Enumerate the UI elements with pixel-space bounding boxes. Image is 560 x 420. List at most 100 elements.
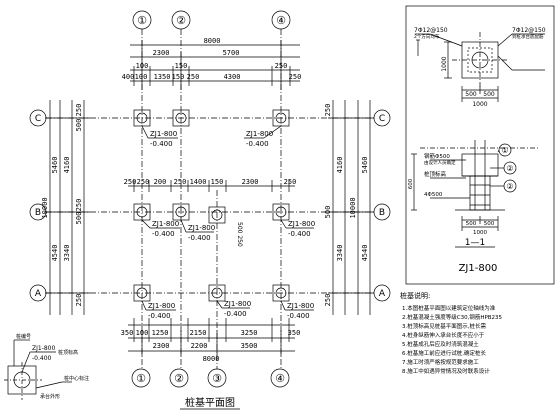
svg-text:250: 250 (124, 178, 137, 186)
marker-1-label: ① (501, 146, 508, 155)
legend-pile-label: ZJ1-800 (32, 345, 55, 352)
svg-text:600: 600 (408, 178, 414, 189)
pile-label-b4: ZJ1-800 (288, 220, 315, 228)
notes-heading: 桩基说明: (400, 291, 430, 300)
svg-text:500: 500 (483, 91, 495, 98)
svg-text:由设计人员确定: 由设计人员确定 (424, 159, 456, 166)
note-item: 8.施工中如遇异常情况及时联系设计 (402, 367, 490, 375)
svg-text:500: 500 (75, 212, 83, 225)
svg-text:250: 250 (75, 104, 83, 117)
svg-text:4160: 4160 (336, 157, 344, 174)
grid-label-bottom-1: ① (136, 372, 146, 385)
svg-text:5460: 5460 (361, 157, 369, 174)
svg-text:2150: 2150 (190, 329, 207, 337)
grid-bubble-4-bottom (270, 368, 290, 388)
notes-block: 桩基说明: 1.本图桩基平面图以建筑定位轴线为准 2.桩基混凝土强度等级C30,… (400, 291, 503, 375)
bottom-dim-text: 350 100 1250 2150 3250 350 2300 2200 350… (121, 329, 301, 363)
detail-title: ZJ1-800 (459, 263, 498, 274)
horizontal-grid-lines (46, 117, 374, 294)
dim-top-150: 150 (175, 62, 188, 70)
dim-bottom-overall: 8000 (203, 355, 220, 363)
svg-text:250: 250 (174, 178, 187, 186)
pile-elev-b1: -0.400 (152, 230, 175, 238)
pile-label-b1: ZJ1-800 (152, 220, 179, 228)
pile-label-c4: ZJ1-800 (246, 130, 273, 138)
section-label-top: 钢筋Φ500 (424, 152, 450, 160)
grid-label-top-1: ① (137, 14, 147, 27)
pile-cap (172, 109, 190, 127)
svg-text:1250: 1250 (152, 329, 169, 337)
dim-top-overall: 8000 (204, 37, 221, 45)
dim-top-2300: 2300 (153, 49, 170, 57)
svg-text:4540: 4540 (361, 245, 369, 262)
svg-text:3500: 3500 (241, 342, 258, 350)
svg-text:500: 500 (465, 91, 477, 98)
svg-text:1000: 1000 (473, 230, 487, 236)
pile-elev-c1: -0.400 (150, 140, 173, 148)
grid-label-top-2: ② (176, 14, 186, 27)
dim-top-400: 400 (122, 73, 135, 81)
grid-bubble-1-bottom (131, 368, 151, 388)
pile-labels: ZJ1-800 -0.400 ZJ1-800 -0.400 ZJ1-800 -0… (148, 130, 315, 320)
svg-text:5460: 5460 (51, 157, 59, 174)
svg-text:1000: 1000 (441, 56, 448, 71)
dim-top-150b: 150 (172, 73, 185, 81)
dim-top-250: 250 (275, 62, 288, 70)
top-dimensions (130, 40, 300, 90)
svg-text:500: 500 (75, 119, 83, 132)
legend-label-3: 桩中心标注 (64, 375, 89, 382)
pile-cap (208, 206, 226, 224)
marker-2a-label: ② (506, 164, 513, 173)
row-label-b-left: B (35, 208, 41, 218)
note-item: 3.桩顶标高见桩基平面图示,桩长需 (402, 322, 486, 330)
section-label-mid: 桩顶标高 (424, 170, 447, 178)
note-item: 1.本图桩基平面图以建筑定位轴线为准 (402, 304, 496, 312)
svg-text:10000: 10000 (41, 197, 49, 218)
pile-leaders (141, 125, 314, 311)
row-labels: C B A C B A (35, 114, 386, 299)
legend-label-2: 桩顶标高 (58, 349, 78, 356)
rebar-left-sub: 2个方向均布 (414, 33, 440, 40)
row-label-a-right: A (379, 289, 386, 299)
grid-label-bottom-4: ④ (275, 372, 285, 385)
left-dim-text: 5460 4540 10000 4160 3340 250 500 250 50… (41, 104, 83, 307)
pile-label-a3: ZJ1-800 (224, 300, 251, 308)
svg-text:3340: 3340 (336, 245, 344, 262)
dim-top-250c: 250 (289, 73, 302, 81)
svg-text:250: 250 (75, 199, 83, 212)
svg-text:350: 350 (121, 329, 134, 337)
legend-drawing (4, 339, 72, 400)
grid-label-top-4: ④ (276, 14, 286, 27)
dim-top-100: 100 (136, 62, 149, 70)
grid-bubble-2-bottom (169, 368, 189, 388)
detail-frame (405, 5, 555, 285)
svg-text:150: 150 (211, 178, 224, 186)
svg-text:350: 350 (288, 329, 301, 337)
note-item: 4.桩身纵筋伸入承台长度不应小于 (402, 331, 485, 339)
note-item: 6.桩基施工前应进行试桩,确定桩长 (402, 349, 486, 357)
dim-top-4300: 4300 (224, 73, 241, 81)
grid-label-bottom-3: ③ (212, 372, 222, 385)
marker-2b-label: ② (506, 182, 513, 191)
note-item: 5.桩基成孔后应及时浇筑混凝土 (402, 340, 479, 348)
svg-text:2300: 2300 (153, 342, 170, 350)
detail-section-text: 钢筋Φ500 由设计人员确定 桩顶标高 4Φ500 600 500 500 10… (408, 146, 514, 236)
rebar-right-sub: 到桩承台底配筋 (512, 33, 544, 40)
pile-elev-a1: -0.400 (148, 312, 171, 320)
dim-top-100b: 100 (135, 73, 148, 81)
mid-vertical-label: 500 250 (236, 222, 243, 247)
row-label-a-left: A (35, 289, 42, 299)
right-dim-text: 5460 4540 10000 4160 3340 250 500 250 (324, 104, 369, 307)
legend-label-4: 承台外形 (40, 393, 60, 400)
detail-plan-drawing (415, 32, 545, 102)
svg-text:4160: 4160 (63, 157, 71, 174)
row-label-c-left: C (35, 114, 41, 124)
pile-elev-a3: -0.400 (224, 310, 247, 318)
pile-label-b2: ZJ1-800 (188, 224, 215, 232)
section-label-base: 4Φ500 (424, 192, 443, 198)
rebar-right-label: 7Φ12@150 (512, 27, 546, 34)
svg-text:10000: 10000 (349, 197, 357, 218)
dim-top-5700: 5700 (223, 49, 240, 57)
